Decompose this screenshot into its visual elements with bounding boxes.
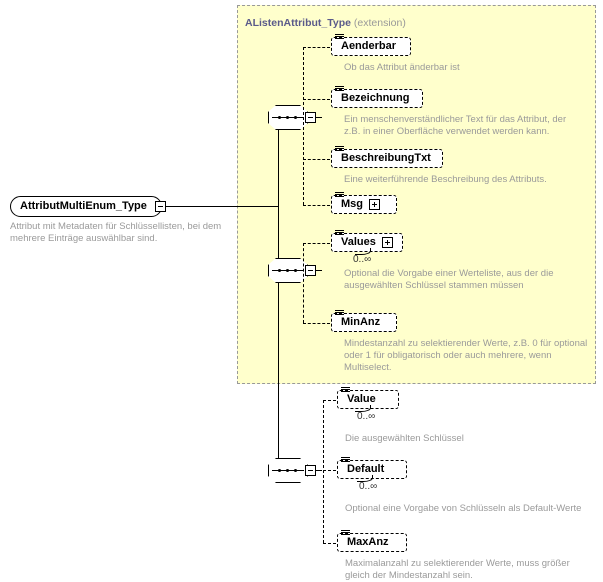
element-minanz-box[interactable]: MinAnz (331, 310, 397, 332)
element-aenderbar-box[interactable]: Aenderbar (331, 34, 411, 56)
element-stack-icon (335, 192, 344, 199)
element-maxanz-doc: Maximalanzahl zu selektierender Werte, m… (345, 558, 570, 581)
element-stack-icon (335, 34, 344, 41)
element-value-cardinality: 0..∞ (357, 411, 376, 422)
root-connector-line (166, 206, 279, 207)
sequence-1-out-line (316, 117, 322, 118)
element-stack-icon (341, 457, 350, 464)
sequence-compositor-2[interactable] (268, 258, 311, 286)
element-aenderbar-label: Aenderbar (341, 40, 397, 52)
group-3-branch-bus (323, 400, 324, 543)
element-value-doc: Die ausgewählten Schlüssel (345, 433, 464, 444)
group-1-leaf-line-2 (303, 99, 330, 100)
element-stack-icon (335, 146, 344, 153)
element-beschreibungtxt-doc: Eine weiterführende Beschreibung des Att… (344, 174, 547, 185)
group-3-leaf-line-3 (323, 543, 336, 544)
sequence-compositor-3[interactable] (268, 458, 311, 486)
root-collapse-icon[interactable] (155, 201, 166, 212)
element-minanz-doc: Mindestanzahl zu selektierender Werte, z… (344, 338, 588, 373)
element-values-repeat-arc (355, 248, 371, 255)
element-values-cardinality: 0..∞ (353, 254, 372, 265)
element-values-doc: Optional die Vorgabe einer Werteliste, a… (344, 268, 554, 291)
sequence-3-out-line (316, 470, 322, 471)
element-maxanz-box[interactable]: MaxAnz (337, 530, 407, 552)
sequence-compositor-1[interactable] (268, 105, 311, 133)
element-beschreibungtxt-label: BeschreibungTxt (341, 152, 431, 164)
extension-qualifier: (extension) (353, 17, 406, 29)
group-1-leaf-line-3 (303, 159, 330, 160)
group-3-leaf-line-1 (323, 400, 336, 401)
root-element-label: AttributMultiEnum_Type (20, 200, 147, 212)
element-values-label: Values (341, 236, 376, 248)
sequence-3-collapse-icon[interactable] (305, 465, 316, 476)
plus-box-icon[interactable] (369, 199, 380, 210)
sequence-dots-3 (277, 469, 299, 472)
group-1-branch-bus (303, 47, 304, 205)
element-default-repeat-arc (357, 475, 373, 482)
group-2-branch-bus (303, 243, 304, 323)
group-2-leaf-line-1 (303, 243, 330, 244)
element-stack-icon (341, 530, 350, 537)
element-stack-icon (335, 230, 344, 237)
root-element-box[interactable]: AttributMultiEnum_Type (10, 196, 162, 217)
extension-type-name: AListenAttribut_Type (245, 17, 351, 29)
element-maxanz-label: MaxAnz (347, 536, 389, 548)
element-minanz-label: MinAnz (341, 316, 381, 328)
element-beschreibungtxt-box[interactable]: BeschreibungTxt (331, 146, 443, 168)
sequence-dots-1 (277, 116, 299, 119)
plus-box-icon[interactable] (381, 237, 393, 248)
group-1-leaf-line-4 (303, 205, 330, 206)
sequence-2-collapse-icon[interactable] (305, 265, 316, 276)
element-bezeichnung-label: Bezeichnung (341, 92, 410, 104)
root-documentation: Attribut mit Metadaten für Schlüssellist… (10, 221, 222, 244)
group-3-leaf-line-2 (323, 470, 336, 471)
sequence-dots-2 (277, 269, 299, 272)
extension-panel-title: AListenAttribut_Type (extension) (245, 17, 406, 29)
element-default-cardinality: 0..∞ (359, 481, 378, 492)
extension-panel (237, 5, 596, 384)
element-stack-icon (335, 310, 344, 317)
element-bezeichnung-box[interactable]: Bezeichnung (331, 86, 423, 108)
sequence-2-out-line (316, 270, 322, 271)
element-msg-label: Msg (341, 198, 363, 210)
element-bezeichnung-doc: Ein menschenverständlicher Text für das … (344, 114, 567, 137)
group-2-leaf-line-2 (303, 323, 330, 324)
element-value-repeat-arc (355, 405, 371, 412)
element-default-doc: Optional eine Vorgabe von Schlüsseln als… (345, 503, 582, 514)
element-aenderbar-doc: Ob das Attribut änderbar ist (344, 62, 460, 73)
group-1-leaf-line-1 (303, 47, 330, 48)
element-stack-icon (335, 86, 344, 93)
element-value-label: Value (347, 393, 376, 405)
element-msg-box[interactable]: Msg (331, 192, 397, 214)
main-trunk-line (278, 117, 279, 471)
sequence-1-collapse-icon[interactable] (305, 112, 316, 123)
element-stack-icon (341, 387, 350, 394)
element-default-label: Default (347, 463, 385, 475)
